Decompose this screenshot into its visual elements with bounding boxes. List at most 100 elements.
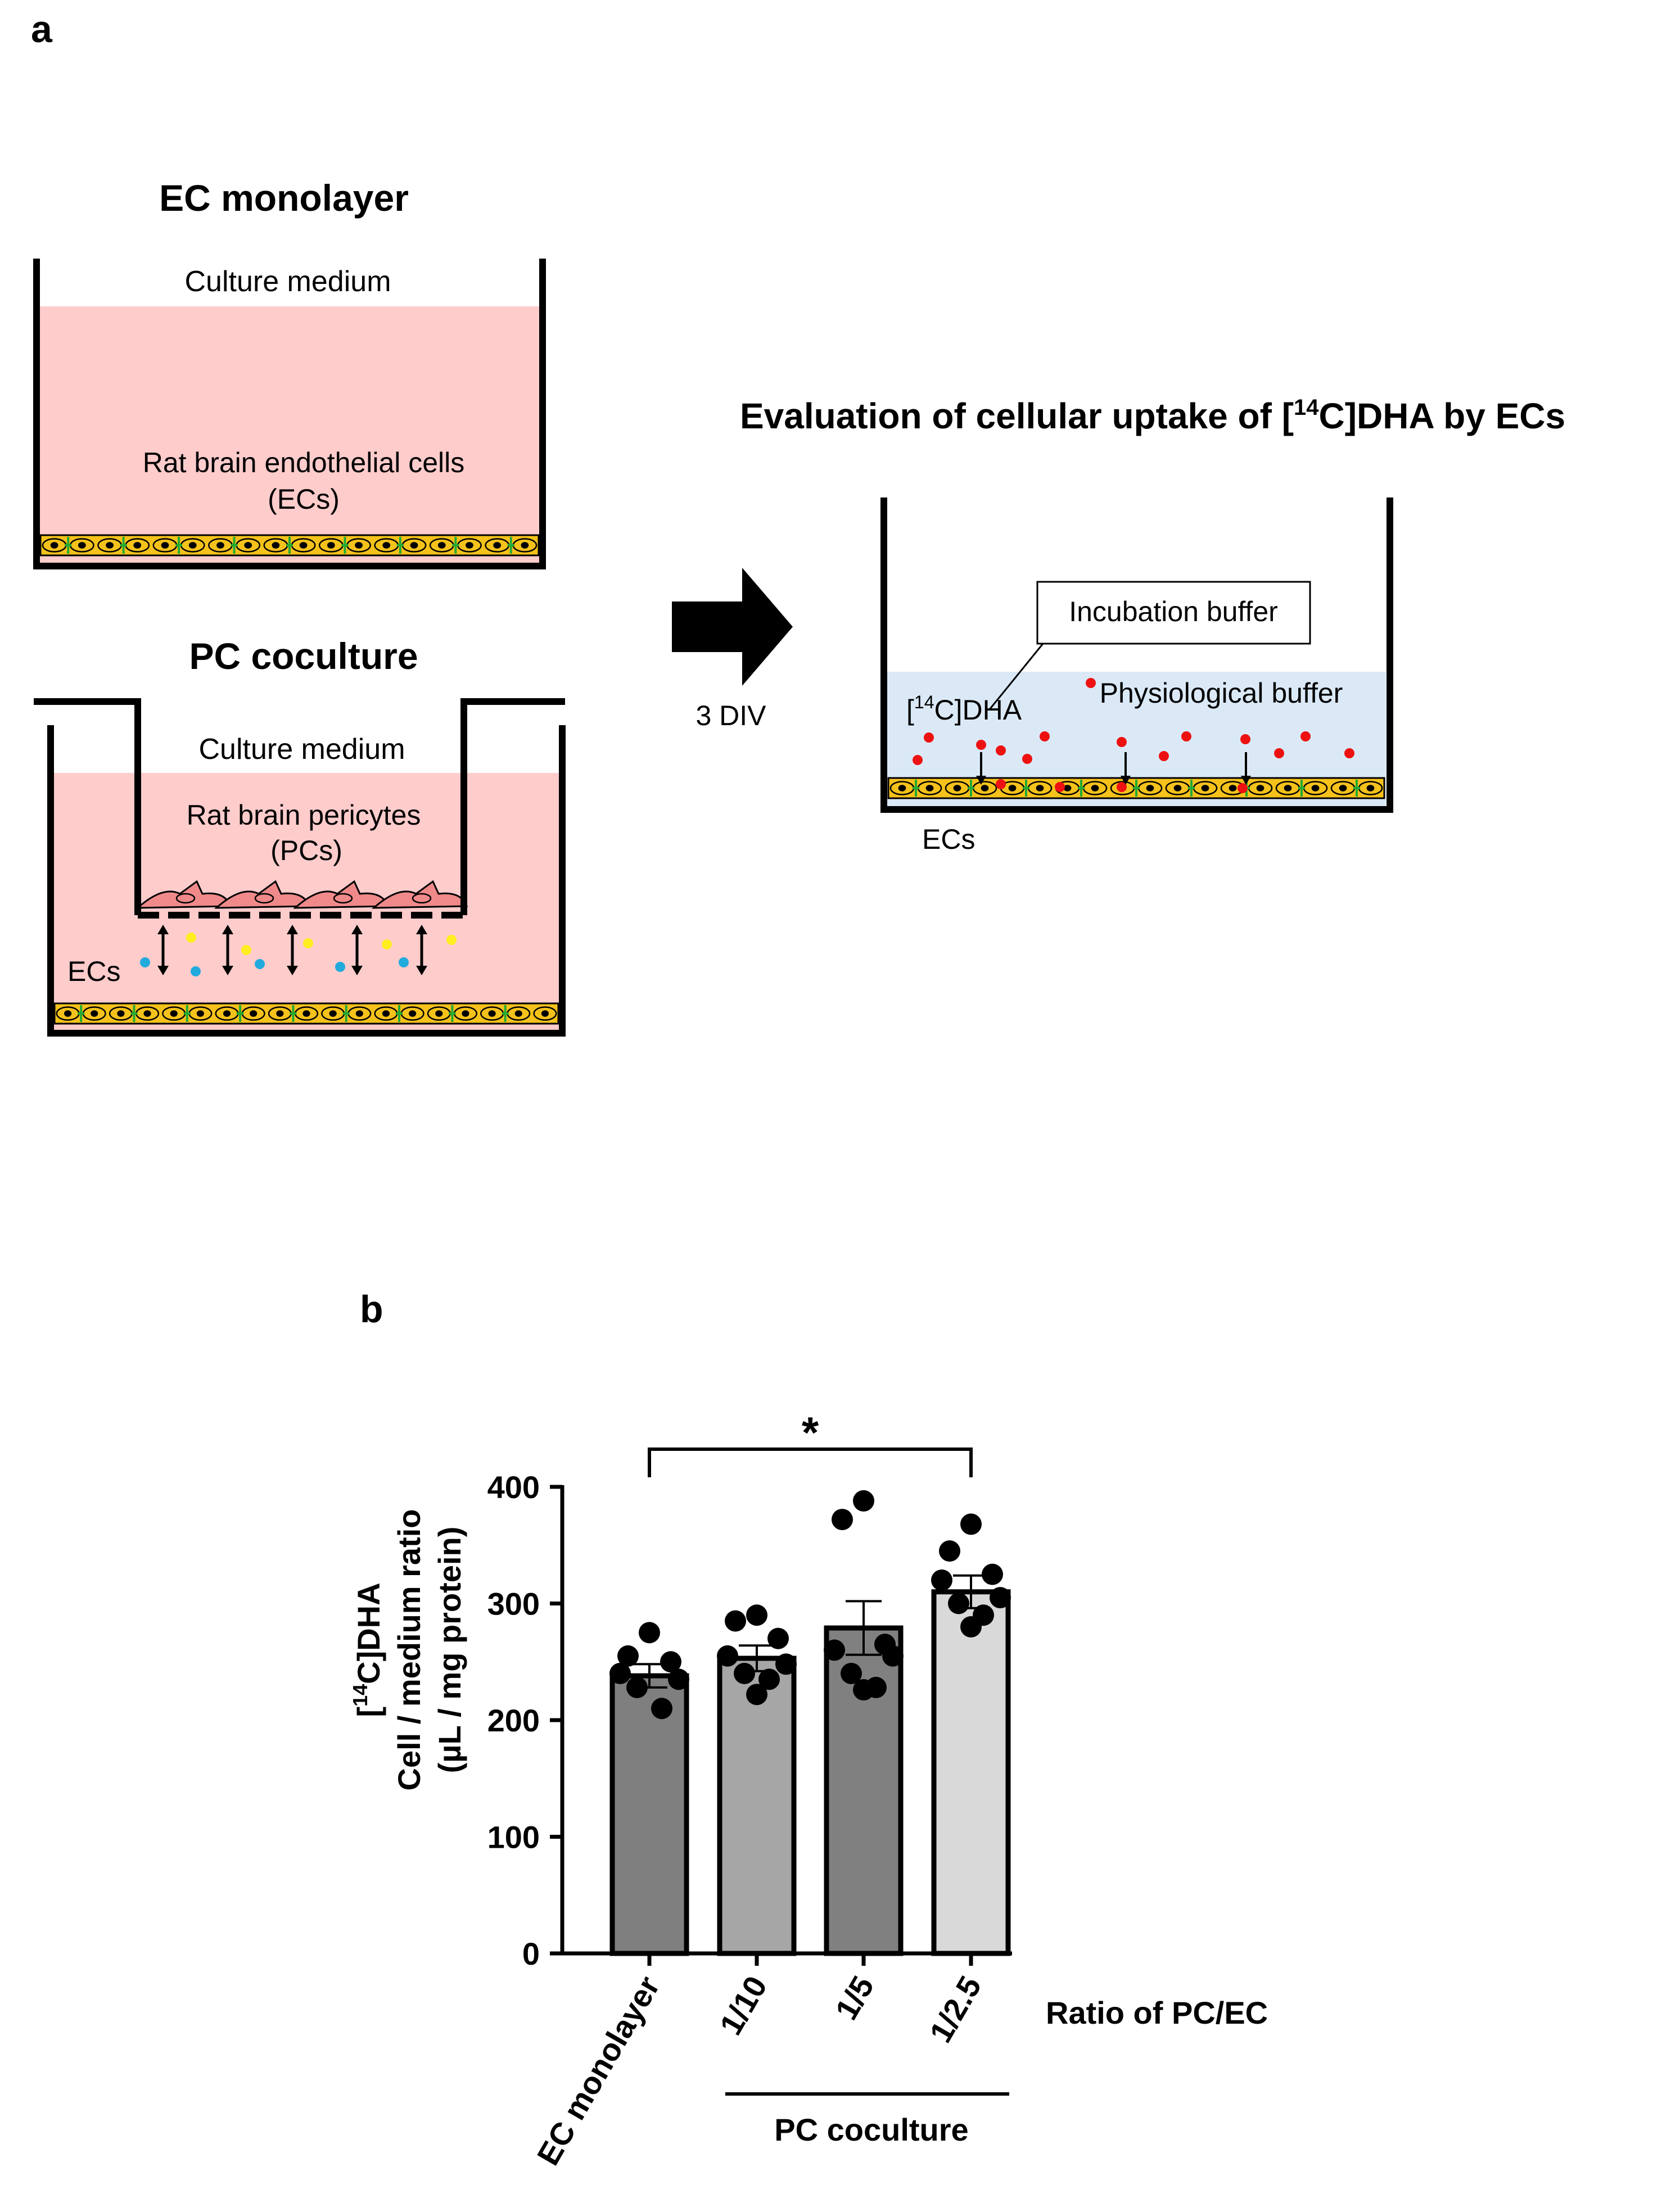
pericyte-cells: [135, 880, 468, 909]
cell-nucleus: [435, 1010, 443, 1017]
tight-junction: [120, 537, 127, 554]
cell-nucleus: [898, 785, 906, 791]
bar-4: [931, 1589, 1011, 1956]
dha-dot: [1159, 751, 1169, 761]
cell-nucleus: [355, 1010, 363, 1017]
significance-star: *: [802, 1408, 819, 1457]
ec-monolayer-title: EC monolayer: [159, 177, 409, 219]
tight-junction: [175, 537, 183, 554]
cell-nucleus: [488, 1010, 496, 1017]
cell-nucleus: [514, 1010, 522, 1017]
data-point: [668, 1668, 689, 1690]
x-tick-label: 1/10: [712, 1970, 774, 2041]
cell-nucleus: [1008, 785, 1017, 791]
cell-nucleus: [91, 1010, 98, 1017]
eval-ec-cells: [887, 777, 1385, 799]
pericyte-nucleus: [254, 893, 274, 904]
tight-junction: [396, 1005, 403, 1022]
data-point: [775, 1653, 797, 1675]
incubation-buffer-pointer: [988, 643, 1044, 710]
pericytes-label-1: Rat brain pericytes: [187, 799, 421, 831]
tight-junction: [341, 537, 349, 554]
y-axis-title: [14C]DHA Cell / medium ratio (µL / mg pr…: [349, 1509, 467, 1791]
data-point: [841, 1663, 862, 1684]
secreted-factor-arrows: [157, 925, 427, 975]
yellow-factor-dot: [382, 939, 392, 949]
factor-arrow-head: [287, 966, 298, 975]
cell-nucleus: [493, 542, 502, 549]
factor-arrow-head: [222, 925, 233, 934]
x-tick-label: 1/5: [828, 1970, 880, 2026]
cell-nucleus: [1201, 785, 1209, 791]
dha-dots: [913, 678, 1354, 793]
data-point: [931, 1569, 952, 1591]
data-point: [734, 1663, 755, 1684]
cell-nucleus: [276, 1010, 284, 1017]
cell-nucleus: [437, 542, 446, 549]
data-point: [948, 1593, 969, 1614]
cyan-factor-dot: [399, 957, 409, 967]
dha-dot: [1344, 748, 1354, 758]
tight-junction: [452, 537, 459, 554]
cell-nucleus: [541, 1010, 549, 1017]
cell-nucleus: [953, 785, 961, 791]
pc-culture-medium-label: Culture medium: [198, 733, 405, 766]
pc-ec-monolayer-cells: [53, 1002, 559, 1025]
cell-nucleus: [1063, 785, 1072, 791]
tight-junction: [1023, 780, 1029, 797]
data-point: [639, 1622, 660, 1644]
factor-arrow-head: [287, 925, 298, 934]
dha-dot: [913, 755, 923, 765]
dha-dot: [1117, 782, 1127, 792]
tight-junction: [968, 780, 974, 797]
data-point: [960, 1513, 982, 1535]
cell-nucleus: [1173, 785, 1182, 791]
bar-3: [824, 1625, 904, 1956]
cell-nucleus: [382, 542, 391, 549]
cell-nucleus: [409, 1010, 417, 1017]
cell-nucleus: [196, 1010, 204, 1017]
y-axis-title-line-1: [14C]DHA: [349, 1582, 386, 1717]
cell-nucleus: [329, 1010, 337, 1017]
tight-junction: [1298, 780, 1305, 797]
tight-junction: [342, 1005, 350, 1022]
cell-nucleus: [981, 785, 989, 791]
panel-b-label: b: [360, 1288, 383, 1331]
dha-label: [14C]DHA: [906, 692, 1022, 726]
cell-nucleus: [1091, 785, 1099, 791]
cyan-factor-dot: [255, 959, 265, 969]
cell-nucleus: [78, 542, 86, 549]
dha-dot: [1238, 783, 1248, 793]
data-point: [939, 1540, 960, 1562]
yellow-factor-dot: [303, 938, 313, 948]
process-arrow-icon: [672, 568, 793, 686]
y-axis-title-line-3: (µL / mg protein): [432, 1527, 467, 1774]
factor-arrow-head: [416, 966, 427, 975]
y-tick-label: 100: [487, 1820, 540, 1855]
endothelial-cell: [533, 1006, 557, 1021]
tight-junction: [78, 1005, 85, 1022]
group-label: PC coculture: [774, 2112, 968, 2147]
insert-outline: [34, 698, 565, 915]
ec-culture-medium-label: Culture medium: [184, 265, 391, 298]
cell-nucleus: [244, 542, 252, 549]
dha-dot: [1240, 734, 1250, 744]
physiological-buffer-label: Physiological buffer: [1100, 677, 1343, 709]
tight-junction: [183, 1005, 191, 1022]
data-point: [982, 1563, 1003, 1585]
uptake-arrow-head: [1121, 776, 1131, 785]
factor-arrow-head: [351, 925, 363, 934]
tight-junction: [449, 1005, 456, 1022]
dha-dot: [1022, 754, 1032, 764]
tight-junction: [502, 1005, 509, 1022]
dha-dot: [1040, 731, 1050, 741]
dha-dot: [996, 745, 1006, 756]
cell-nucleus: [161, 542, 169, 549]
tight-junction: [1353, 780, 1360, 797]
data-point: [824, 1639, 845, 1661]
cell-nucleus: [925, 785, 934, 791]
y-tick-label: 300: [487, 1586, 540, 1622]
factor-arrow-head: [157, 966, 169, 975]
